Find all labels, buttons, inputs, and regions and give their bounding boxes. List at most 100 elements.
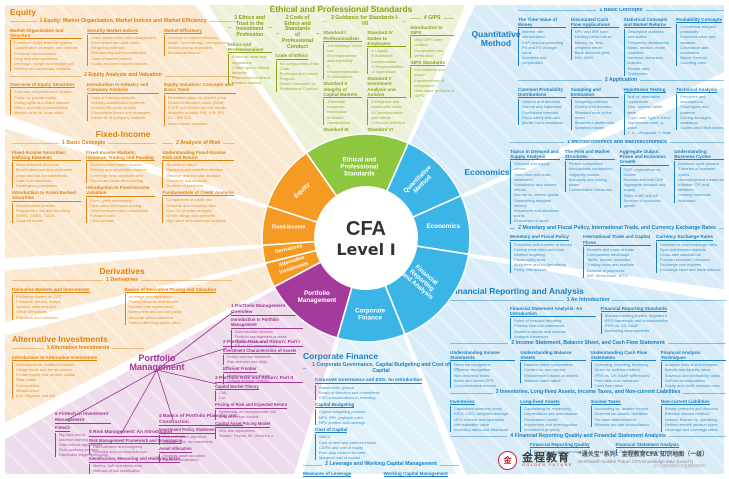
topic-item: Equity and fixed-income indices [91, 60, 148, 66]
topic-header: Standard VI Conflicts of Interest [367, 127, 406, 132]
topic-item: Sources of economic growth [623, 197, 661, 208]
topic-header: Derivative Markets and Instruments [12, 286, 90, 293]
topic-item: Why GIPS were created [414, 37, 443, 48]
topic-item: Contingency provisions [16, 182, 58, 188]
column: Fixed-Income Markets: Issuance, Trading … [86, 148, 156, 224]
topic-item: Classification of assets and markets [14, 45, 78, 51]
section-title: Alternative Investments [12, 335, 108, 344]
topic-header: Measures of Leverage [303, 470, 352, 478]
branches: 1 Ethics and Trust in the Investment Pro… [228, 15, 454, 132]
topic-item: Trading blocs and markets [587, 262, 634, 268]
topic-item: Board of directors and committees [319, 389, 380, 395]
topic-item: Expected value and variance [680, 34, 716, 45]
topic-item: Conservative vs. aggressive [534, 454, 611, 455]
topic-item: Unemployment measures [678, 176, 724, 182]
topic-item: Effective and key rate duration [166, 172, 221, 178]
topic-item: C Responsibilities of supervisors [371, 63, 404, 74]
topic-item: Purposes and criticisms [16, 314, 59, 320]
mindmap-node-label: 5 Risk Management: An Introduction [89, 430, 185, 437]
topic-header: Corporate Governance and ESG: An Introdu… [315, 377, 423, 384]
topic-item: Four Cs of credit analysis [166, 207, 212, 213]
branch-label: 1 Alternative Investments [12, 345, 144, 352]
topic-item: Systematic vs. nonsystematic risk [219, 410, 276, 415]
topic-header: Long-lived Assets [520, 398, 560, 406]
topic-item: Breakeven and shutdown points [514, 207, 560, 219]
topic-header: GIPS Standards [410, 59, 446, 67]
topic-item: IMF, World Bank, WTO [587, 272, 628, 278]
topic-item: IFRS vs. US GAAP differences [594, 372, 650, 378]
topic-item: B Independence and objectivity [327, 53, 357, 64]
topic-item: Theories of business cycles [678, 166, 716, 177]
topic-item: Cross-rate calculations [660, 251, 701, 257]
topic-item: Basic features of a bond [16, 162, 60, 168]
topic-item: Optimal investor portfolio [227, 378, 269, 383]
topic-header: Currency Exchange Rates [656, 234, 713, 241]
topic-item: A Diligence and reasonable basis [371, 99, 402, 110]
branch-label: 2 Equity Analysis and Valuation [10, 73, 236, 79]
topic-item: Pricing forwards and futures [128, 299, 179, 305]
topic-header: Market Efficiency [164, 27, 202, 34]
topic-item: Multiplier models: P/E, P/B, P/S [168, 110, 225, 116]
topic-item: Current vs. non-current [524, 367, 566, 373]
topic-item: Economies of scale [514, 218, 549, 224]
topic-item: Projecting future performance [619, 449, 673, 455]
mindmap-node-label: 1 Portfolio Management: An Overview [231, 304, 303, 317]
topic-header: Understanding Income Statements [450, 350, 516, 362]
topic-header: Monetary and Fiscal Policy [510, 234, 569, 241]
topic-item: Seniority and recovery rates [166, 202, 217, 208]
topic-header: Common Probability Distributions [518, 87, 566, 99]
topic-item: Exchange rate regimes [660, 262, 702, 268]
topic-item: Effective tax rate reconciliation [594, 421, 649, 427]
topic-header: Sampling and Estimation [570, 87, 619, 99]
topic-item: Securitization process [16, 202, 56, 208]
topic-item: Rebalancing and reconstitution [91, 50, 146, 56]
topic-item: Confidence intervals [522, 109, 559, 115]
topic-item: A Material nonpublic information [327, 99, 348, 115]
topic-item: Fiscal policy tools [514, 257, 546, 263]
topic-item: SML and applications [219, 428, 256, 433]
topic-item: Impairment and derecognition [524, 421, 578, 427]
topic-item: Weak / semi-strong / strong forms [168, 40, 228, 46]
topic-item: Behavioral finance [168, 50, 201, 56]
topic-item: Free cash flow measures [594, 377, 640, 383]
topic-item: Estimated value vs. market price [168, 94, 226, 100]
topic-item: Inflation targeting [514, 251, 545, 257]
topic-item: Weighting methods [91, 45, 126, 51]
topic-item: Business cycle phases [678, 161, 719, 167]
logo-name-en: GOLDEN FUTURE [522, 463, 573, 468]
column: Fixed-Income Securities: Defining Elemen… [12, 148, 82, 224]
topic-group: Fixed-Income Securities: Defining Elemen… [12, 150, 82, 189]
topic-item: A Knowledge of the law [327, 42, 362, 54]
branch-label: 1 Basic Concepts [518, 8, 724, 14]
topic-item: Price / yield relationship [90, 197, 133, 203]
